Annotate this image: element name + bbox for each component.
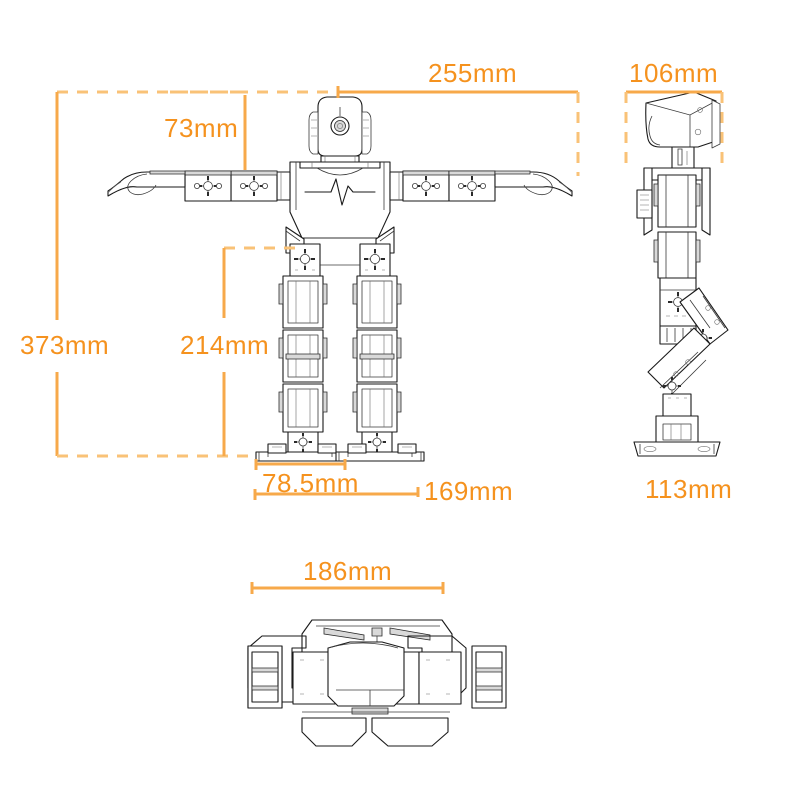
dim-186mm [250, 582, 445, 594]
dim-label-373mm: 373mm [20, 330, 110, 360]
dim-label-169mm: 169mm [424, 476, 514, 506]
dim-78-5mm [254, 459, 347, 470]
side-leg [633, 287, 729, 457]
dim-label-255mm: 255mm [428, 58, 518, 88]
dim-214mm [222, 246, 300, 456]
dim-label-214mm: 214mm [180, 330, 270, 360]
front-left-leg [255, 275, 345, 462]
front-hip-joints [289, 243, 391, 277]
dim-373mm [55, 90, 340, 458]
top-view-group [247, 619, 507, 747]
front-left-arm [107, 170, 291, 202]
dim-169mm [253, 487, 420, 500]
servo-cross-icon-l1 [239, 176, 268, 196]
servo-cross-icon-ankle-l [294, 433, 312, 452]
servo-cross-icon-r1 [411, 176, 440, 196]
side-view-group [633, 91, 729, 457]
dim-label-113mm: 113mm [645, 474, 733, 504]
front-right-arm [389, 170, 573, 202]
servo-cross-icon-side-ankle [663, 377, 681, 396]
servo-cross-icon-l2 [193, 176, 222, 196]
servo-cross-icon-hip-l [294, 249, 315, 270]
dim-label-78-5mm: 78.5mm [262, 468, 359, 498]
front-view-group [107, 96, 573, 462]
servo-cross-icon-ankle-r [368, 433, 386, 452]
servo-cross-icon-hip-r [364, 249, 385, 270]
dim-label-186mm: 186mm [303, 556, 393, 586]
dim-106mm [624, 90, 724, 170]
side-head [645, 91, 721, 170]
servo-cross-icon-r2 [457, 176, 486, 196]
dim-255mm [336, 86, 580, 176]
dim-label-106mm: 106mm [629, 58, 719, 88]
front-right-leg [335, 275, 425, 462]
dim-73mm [170, 90, 247, 170]
side-torso [636, 167, 711, 345]
dim-label-73mm: 73mm [164, 113, 239, 143]
